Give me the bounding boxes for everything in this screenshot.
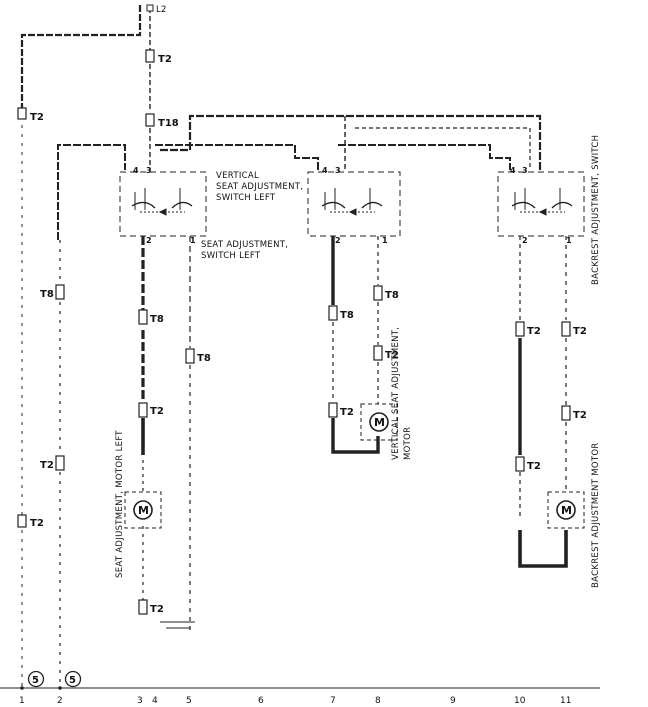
backrest-switch <box>497 171 585 237</box>
col-11: 11 <box>560 696 571 706</box>
conn-t2-col2: T2 <box>40 460 54 471</box>
pin-1: 1 <box>382 236 388 245</box>
label-seat-motor-left: SEAT ADJUSTMENT, MOTOR LEFT <box>115 430 125 578</box>
conn-t8-col2: T8 <box>40 289 54 300</box>
wires <box>0 125 600 689</box>
pin-4: 4 <box>133 166 139 175</box>
column-numbers: 1 2 3 4 5 6 7 8 9 10 11 <box>19 696 571 706</box>
seat-adjustment-motor-left: M <box>124 491 162 529</box>
conn-t8-col7: T8 <box>340 310 354 321</box>
conn-t8-col4: T8 <box>150 314 164 325</box>
pin-3: 3 <box>146 166 152 175</box>
seat-adjustment-switch-left <box>119 171 207 237</box>
pin-2: 2 <box>146 236 152 245</box>
pin-3: 3 <box>335 166 341 175</box>
col-1: 1 <box>19 696 25 706</box>
pin-2: 2 <box>522 236 528 245</box>
col-8: 8 <box>375 696 381 706</box>
col-3: 3 <box>137 696 143 706</box>
pin-1: 1 <box>190 236 196 245</box>
col-7: 7 <box>330 696 336 706</box>
conn-t2-col11b: T2 <box>573 410 587 421</box>
conn-t2-top: T2 <box>158 54 172 65</box>
conn-t2-col2-low: T2 <box>30 518 44 529</box>
backrest-adjustment-motor: M <box>547 491 585 529</box>
switch-pins: 4 3 2 1 4 3 2 1 4 3 2 1 <box>133 166 572 245</box>
col-9: 9 <box>450 696 456 706</box>
conn-t2-col4: T2 <box>150 406 164 417</box>
vertical-seat-switch-left <box>307 171 401 237</box>
label-vertical-motor-l2: MOTOR <box>403 427 413 460</box>
component-labels: VERTICAL SEAT ADJUSTMENT, SWITCH LEFT SE… <box>115 135 601 588</box>
conn-t18-top: T18 <box>158 118 179 129</box>
pin-3: 3 <box>522 166 528 175</box>
col-4: 4 <box>152 696 158 706</box>
pin-4: 4 <box>322 166 328 175</box>
label-l2: L2 <box>156 5 167 15</box>
conn-t8-col5: T8 <box>197 353 211 364</box>
label-vertical-switch-l2: SEAT ADJUSTMENT, <box>216 182 303 192</box>
conn-t2-col8: T2 <box>385 350 399 361</box>
conn-t2-col11a: T2 <box>573 326 587 337</box>
motor-symbol: M <box>374 416 385 429</box>
conn-t2-col4-low: T2 <box>150 604 164 615</box>
ground-references: 5 5 <box>20 670 82 690</box>
connectors <box>17 49 571 615</box>
conn-t2-col10a: T2 <box>527 326 541 337</box>
ground-ref-5: 5 <box>32 675 39 686</box>
col-2: 2 <box>57 696 63 706</box>
power-feed: L2 <box>20 4 542 240</box>
label-backrest-switch: BACKREST ADJUSTMENT, SWITCH <box>591 135 601 285</box>
ground-ref-5: 5 <box>69 675 76 686</box>
motor-symbol: M <box>561 504 572 517</box>
conn-t8-col8: T8 <box>385 290 399 301</box>
conn-t2-left: T2 <box>30 112 44 123</box>
pin-4: 4 <box>510 166 516 175</box>
label-vertical-switch-l1: VERTICAL <box>216 171 259 181</box>
pin-2: 2 <box>335 236 341 245</box>
col-10: 10 <box>514 696 526 706</box>
label-seat-switch-l1: SEAT ADJUSTMENT, <box>201 240 288 250</box>
vertical-seat-motor: M <box>360 403 398 441</box>
label-vertical-motor-l1: VERTICAL SEAT ADJUSTMENT, <box>391 327 401 460</box>
col-6: 6 <box>258 696 264 706</box>
pin-1: 1 <box>566 236 572 245</box>
label-backrest-motor: BACKREST ADJUSTMENT MOTOR <box>591 442 601 588</box>
connector-labels: T2 T2 T18 T8 T2 T2 T8 T2 T2 T8 T8 T8 T2 … <box>30 54 587 615</box>
motor-symbol: M <box>138 504 149 517</box>
conn-t2-col7: T2 <box>340 407 354 418</box>
label-vertical-switch-l3: SWITCH LEFT <box>216 193 276 203</box>
label-seat-switch-l2: SWITCH LEFT <box>201 251 261 261</box>
col-5: 5 <box>186 696 192 706</box>
conn-t2-col10b: T2 <box>527 461 541 472</box>
